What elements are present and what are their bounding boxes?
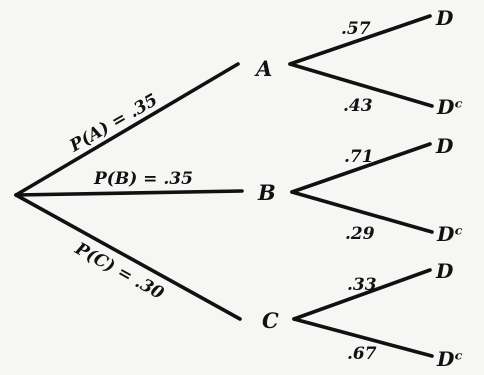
- branch-a-dc: [288, 62, 434, 108]
- branch-root-b: [14, 189, 244, 197]
- prob-a-dc-label: .43: [343, 96, 373, 116]
- prob-a-label: P(A) = .35: [66, 90, 161, 157]
- outcome-b-dc-label: Dᶜ: [436, 222, 463, 246]
- prob-b-label: P(B) = .35: [93, 169, 193, 189]
- prob-b-d-label: .71: [344, 147, 374, 167]
- branch-b-d: [290, 142, 432, 194]
- outcome-a-dc-label: Dᶜ: [436, 95, 463, 119]
- branch-c-d: [292, 268, 432, 321]
- node-c-label: C: [262, 308, 279, 333]
- outcome-c-d-label: D: [435, 259, 454, 283]
- branch-c-dc: [292, 317, 434, 358]
- outcome-a-d-label: D: [435, 6, 454, 30]
- node-a-label: A: [254, 56, 272, 81]
- prob-b-dc-label: .29: [345, 224, 375, 244]
- branch-root-c: [14, 193, 242, 321]
- outcome-c-dc-label: Dᶜ: [436, 347, 463, 371]
- branch-a-d: [288, 14, 432, 66]
- branch-root-a: [14, 62, 240, 197]
- node-b-label: B: [257, 180, 276, 205]
- branch-b-dc: [290, 190, 434, 234]
- outcome-b-d-label: D: [435, 134, 454, 158]
- prob-c-d-label: .33: [347, 275, 377, 295]
- prob-a-d-label: .57: [341, 19, 371, 39]
- prob-c-dc-label: .67: [347, 344, 377, 364]
